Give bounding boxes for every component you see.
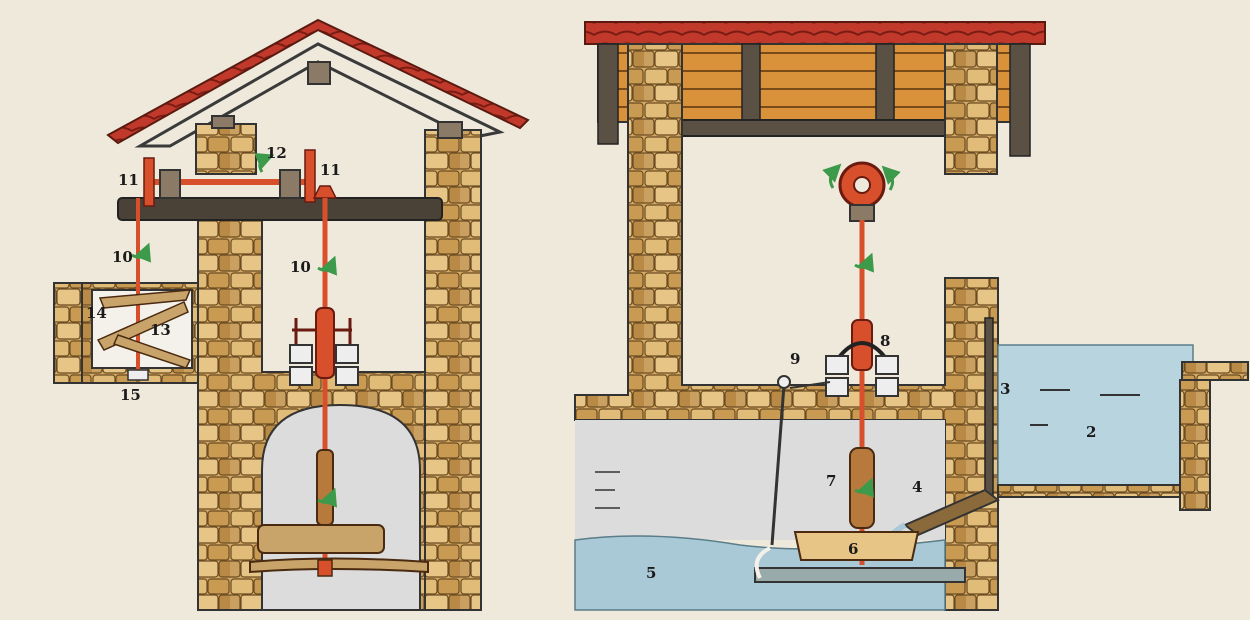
left-top-block xyxy=(196,124,256,174)
left-mill xyxy=(54,20,528,610)
left-side-box-wall xyxy=(54,283,82,383)
left-millstone xyxy=(258,525,384,553)
label-7: 7 xyxy=(826,472,836,490)
label-8: 8 xyxy=(880,332,890,350)
left-roof xyxy=(108,20,528,146)
label-9: 9 xyxy=(790,350,800,368)
right-mill xyxy=(575,22,1248,610)
label-12: 12 xyxy=(266,144,287,162)
left-wood-beam xyxy=(118,198,442,220)
label-3: 3 xyxy=(1000,380,1010,398)
label-6: 6 xyxy=(848,540,858,558)
right-roof xyxy=(585,22,1045,44)
right-generator xyxy=(830,163,892,221)
label-5: 5 xyxy=(646,564,656,582)
label-4: 4 xyxy=(912,478,922,496)
left-water-wheel xyxy=(250,559,428,573)
right-lower-chamber xyxy=(575,420,945,540)
left-arch-chamber xyxy=(262,405,420,610)
left-gear-housing xyxy=(290,308,358,385)
label-15: 15 xyxy=(120,386,141,404)
left-gear-right xyxy=(305,150,315,202)
right-reservoir xyxy=(998,345,1193,485)
label-10-left-side: 10 xyxy=(112,248,133,266)
label-11-left: 11 xyxy=(118,171,139,189)
left-gear-left xyxy=(144,158,154,206)
label-14: 14 xyxy=(86,304,107,322)
right-turbine-shaft xyxy=(850,448,874,528)
left-bevel-gear xyxy=(314,186,336,198)
label-2: 2 xyxy=(1086,423,1096,441)
label-10-center: 10 xyxy=(290,258,311,276)
label-13: 13 xyxy=(150,321,171,339)
label-11-right: 11 xyxy=(320,161,341,179)
right-sluice-gate xyxy=(985,318,993,498)
